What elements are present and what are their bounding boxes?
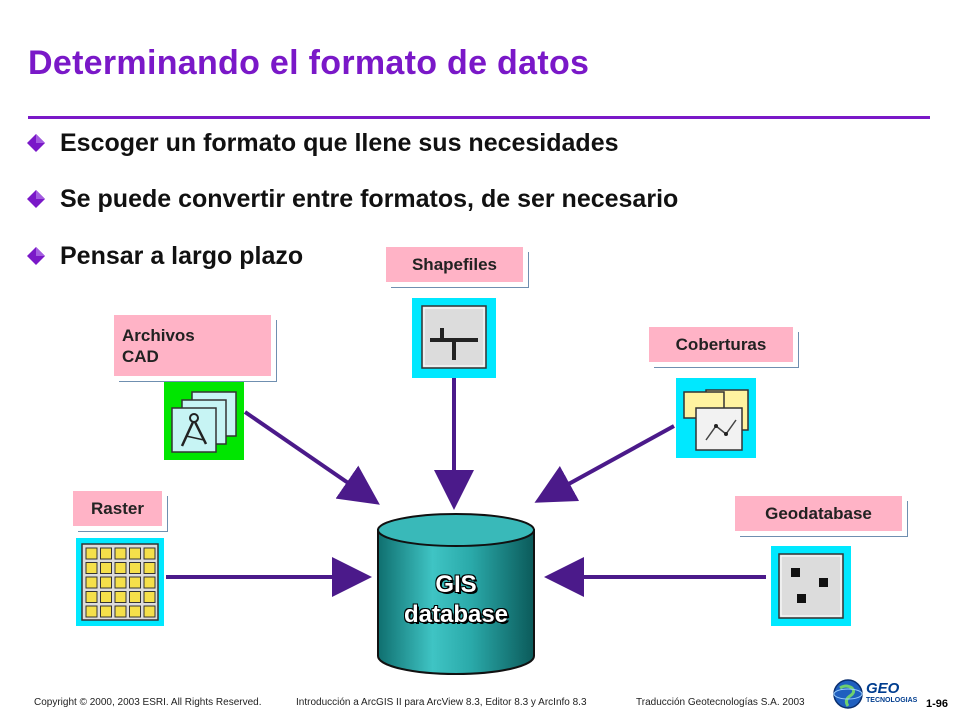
raster-cell: [100, 605, 112, 618]
raster-cell: [85, 562, 98, 574]
geodatabase-icon: [771, 546, 851, 626]
bullet-item-2: Se puede convertir entre formatos, de se…: [26, 183, 678, 215]
raster-cell: [143, 605, 156, 618]
raster-cell: [100, 562, 112, 574]
logo-wordmark: GEO: [866, 680, 900, 697]
raster-cell: [100, 576, 112, 589]
raster-cell: [114, 547, 127, 560]
coverages-icon: [676, 378, 756, 458]
bullet-text: Pensar a largo plazo: [60, 241, 304, 270]
raster-cell: [129, 562, 141, 574]
diamond-bullet-icon: [27, 247, 45, 265]
raster-cell: [129, 547, 141, 560]
logo-subtext: TECNOLOGIAS: [866, 697, 918, 704]
raster-cell: [129, 605, 141, 618]
footer-translation: Traducción Geotecnologías S.A. 2003: [636, 697, 805, 708]
raster-cell: [114, 605, 127, 618]
cad-label: Archivos CAD: [113, 314, 271, 376]
coverages-label: Coberturas: [648, 326, 793, 362]
raster-cell: [85, 576, 98, 589]
raster-cell: [143, 591, 156, 603]
raster-cell: [143, 576, 156, 589]
raster-cell: [114, 562, 127, 574]
arrow-coverages: [534, 424, 675, 503]
gis-database-label: GIS database: [378, 570, 534, 630]
title-underline: [28, 116, 930, 119]
footer-copyright: Copyright © 2000, 2003 ESRI. All Rights …: [34, 697, 262, 708]
slide-title: Determinando el formato de datos: [28, 44, 590, 82]
diamond-bullet-icon: [27, 190, 45, 208]
arrow-cad: [243, 410, 380, 505]
globe-logo-icon: [832, 678, 864, 710]
raster-cell: [114, 591, 127, 603]
db-label-line2: database: [403, 601, 509, 628]
raster-cell: [85, 591, 98, 603]
bullet-item-3: Pensar a largo plazo: [26, 240, 303, 272]
cad-icon: [164, 382, 244, 460]
geodatabase-label: Geodatabase: [734, 495, 902, 531]
raster-cell: [129, 591, 141, 603]
raster-cell: [100, 591, 112, 603]
raster-cell: [114, 576, 127, 589]
raster-label: Raster: [72, 490, 162, 526]
raster-cell: [143, 547, 156, 560]
raster-cell: [129, 576, 141, 589]
raster-cell: [85, 547, 98, 560]
footer-course: Introducción a ArcGIS II para ArcView 8.…: [296, 697, 587, 708]
diamond-bullet-icon: [27, 134, 45, 152]
bullet-item-1: Escoger un formato que llene sus necesid…: [26, 127, 619, 159]
db-label-line1: GIS: [435, 571, 477, 598]
raster-cell: [143, 562, 156, 574]
raster-cell: [100, 547, 112, 560]
raster-icon: [76, 538, 164, 626]
page-number: 1-96: [926, 698, 949, 710]
shapefiles-label: Shapefiles: [385, 246, 523, 282]
shapefiles-icon: [412, 298, 496, 378]
bullet-text: Se puede convertir entre formatos, de se…: [60, 184, 679, 213]
bullet-text: Escoger un formato que llene sus necesid…: [60, 128, 619, 157]
gis-database-cylinder: [374, 510, 538, 678]
raster-cell: [85, 605, 98, 618]
